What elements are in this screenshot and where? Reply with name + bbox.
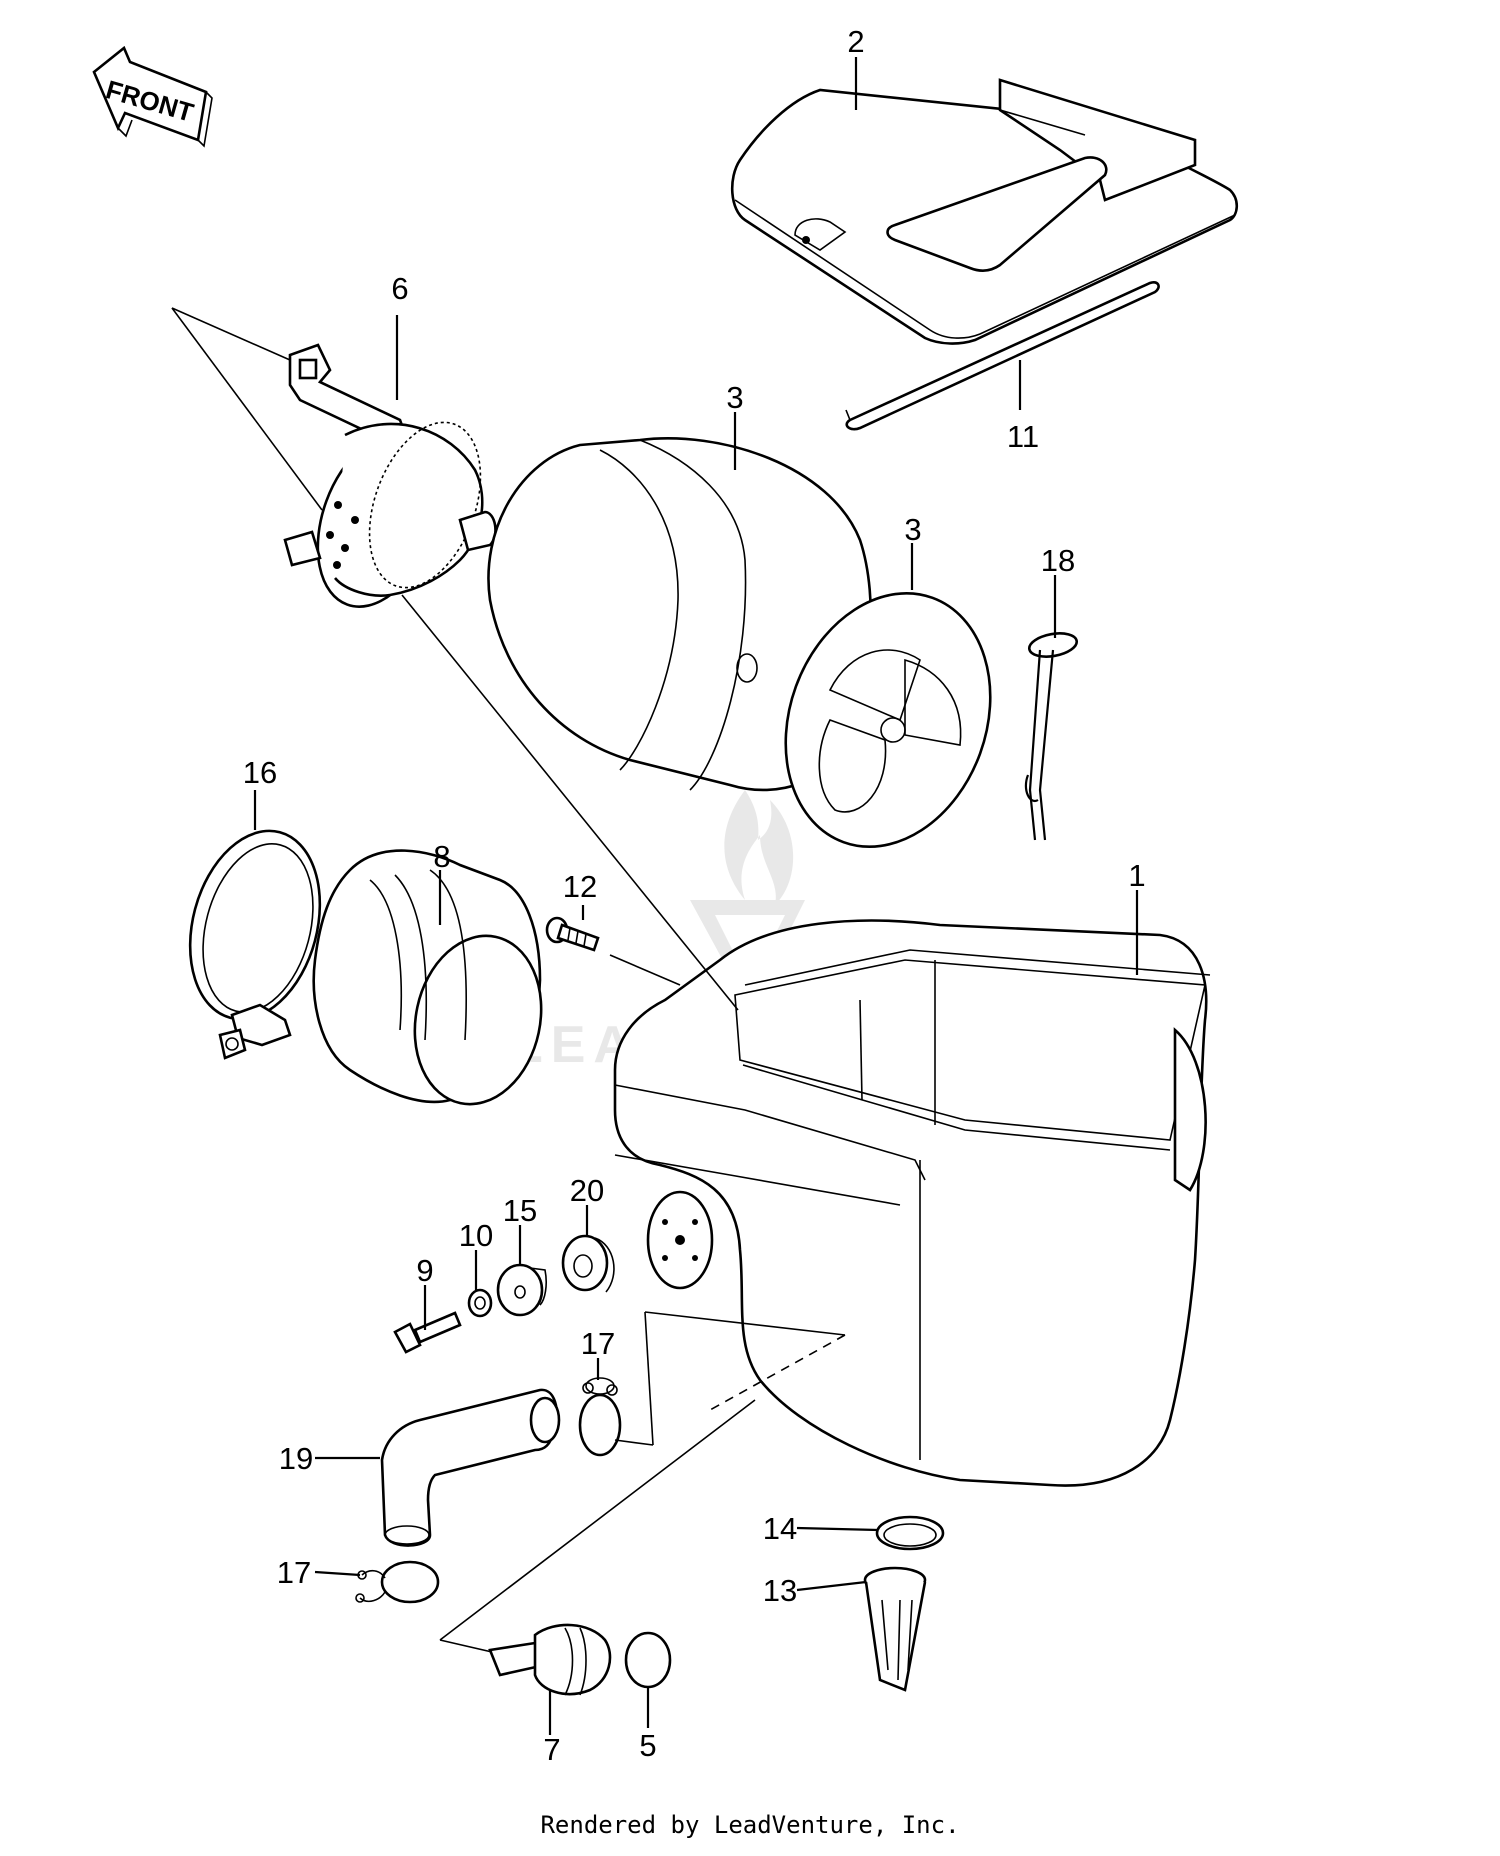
front-arrow-icon: FRONT [92, 45, 213, 148]
callout-3: 3 [904, 512, 921, 547]
part-18-clip [1024, 632, 1079, 841]
callout-12: 12 [563, 869, 597, 904]
part-15-collar [496, 1263, 547, 1317]
part-2-cover [730, 78, 1239, 345]
part-9-bolt [393, 1311, 462, 1354]
part-13-drain [863, 1566, 927, 1692]
part-17-clamp-lower [355, 1560, 440, 1604]
callout-16: 16 [243, 755, 277, 790]
callout-14: 14 [763, 1511, 797, 1546]
part-7-valve [488, 1623, 612, 1696]
part-1-air-box [613, 919, 1211, 1487]
part-3-plate [784, 592, 992, 848]
callout-4: 3 [726, 380, 743, 415]
callout-1: 1 [1128, 858, 1145, 893]
callout-17-lower: 17 [277, 1555, 311, 1590]
callout-20: 20 [570, 1173, 604, 1208]
callout-5: 5 [639, 1728, 656, 1763]
callout-labels: 2 11 3 3 6 18 16 8 12 1 9 10 15 20 17 19… [243, 24, 1146, 1767]
part-11-rod [845, 281, 1160, 431]
part-12-bolt [545, 916, 600, 952]
part-17-clamp-upper [578, 1377, 622, 1457]
footer-credit: Rendered by LeadVenture, Inc. [540, 1811, 960, 1839]
callout-8: 8 [433, 839, 450, 874]
callout-10: 10 [459, 1218, 493, 1253]
part-8-duct [312, 849, 543, 1106]
part-6-bracket [283, 343, 497, 608]
callout-7: 7 [543, 1732, 560, 1767]
part-10-washer [467, 1288, 493, 1318]
callout-6: 6 [391, 271, 408, 306]
part-19-hose [380, 1388, 561, 1547]
callout-13: 13 [763, 1573, 797, 1608]
part-14-o-ring [875, 1515, 945, 1551]
callout-15: 15 [503, 1193, 537, 1228]
part-20-grommet [561, 1234, 615, 1293]
callout-19: 19 [279, 1441, 313, 1476]
callout-17-upper: 17 [581, 1326, 615, 1361]
part-5-cap [624, 1631, 672, 1689]
part-16-band [188, 829, 322, 1060]
leader-lines [171, 57, 1139, 1735]
callout-2: 2 [847, 24, 864, 59]
callout-9: 9 [416, 1253, 433, 1288]
callout-11: 11 [1007, 419, 1039, 454]
callout-18: 18 [1041, 543, 1075, 578]
